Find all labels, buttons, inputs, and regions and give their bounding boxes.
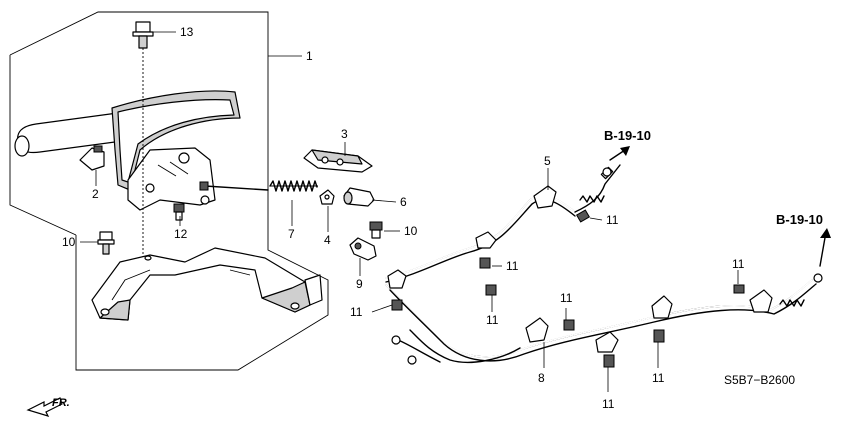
callout-13: 13 (180, 25, 194, 39)
leader-lines (80, 31, 739, 392)
callout-10-right: 10 (404, 224, 418, 238)
rear-brake-cables (385, 164, 823, 365)
adjuster-3 (303, 149, 373, 173)
assembly-frame (9, 11, 329, 371)
drawing-code: S5B7−B2600 (724, 373, 795, 387)
callout-10-left: 10 (62, 235, 76, 249)
reference-arrow-upper (609, 146, 630, 161)
parking-brake-lever (14, 90, 241, 211)
callout-2: 2 (92, 187, 99, 201)
callout-6: 6 (400, 195, 407, 209)
callout-11-6: 11 (602, 397, 615, 411)
reference-arrow-right (819, 228, 831, 267)
reference-right: B-19-10 (776, 212, 823, 227)
direction-label: FR. (52, 397, 70, 409)
callout-4: 4 (324, 233, 331, 247)
reference-upper: B-19-10 (604, 128, 651, 143)
callout-11-8: 11 (732, 257, 745, 271)
callout-11-4: 11 (350, 305, 363, 319)
callout-9: 9 (356, 277, 363, 291)
callout-8: 8 (538, 371, 545, 385)
bolt-12 (173, 203, 185, 221)
lever-clip (79, 145, 105, 171)
nut-4 (319, 189, 335, 205)
callout-7: 7 (288, 227, 295, 241)
callout-5: 5 (544, 154, 551, 168)
callout-11-5: 11 (560, 291, 573, 305)
callout-11-7: 11 (652, 371, 665, 385)
front-direction-arrow-icon (26, 397, 63, 417)
callout-labels: 13 1 2 3 5 6 7 4 12 10 10 9 11 11 11 11 … (62, 25, 745, 411)
callout-11-3: 11 (486, 313, 499, 327)
lever-bracket (91, 247, 323, 321)
equalizer-6 (343, 187, 375, 207)
callout-1: 1 (306, 49, 313, 63)
rod-spring (269, 180, 318, 192)
bolt-10-left (97, 231, 115, 255)
bolt-10-right (369, 221, 383, 239)
callout-11-2: 11 (506, 259, 519, 273)
callout-12: 12 (174, 227, 188, 241)
callout-11-1: 11 (606, 213, 619, 227)
flange-bolt-13 (132, 21, 154, 262)
callout-3: 3 (341, 127, 348, 141)
adjusting-rod (199, 181, 269, 191)
clip-9 (349, 237, 377, 261)
